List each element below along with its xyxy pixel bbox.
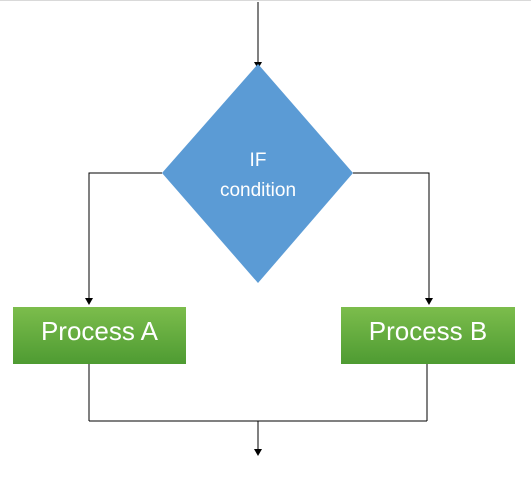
process-b-label: Process B: [368, 316, 488, 346]
process-a-box: [13, 307, 186, 364]
process-b-box: [341, 307, 515, 364]
branch-a-arrowhead: [85, 298, 93, 305]
top-divider: [0, 0, 531, 1]
exit-arrowhead: [254, 449, 262, 456]
decision-diamond: [162, 64, 353, 283]
decision-label-if: IF: [249, 150, 267, 171]
branch-b-connector: [353, 172, 430, 298]
branch-a-connector: [88, 172, 162, 298]
decision-label-condition: condition: [219, 180, 297, 201]
process-a-label: Process A: [40, 316, 159, 346]
branch-b-arrowhead: [425, 298, 433, 305]
